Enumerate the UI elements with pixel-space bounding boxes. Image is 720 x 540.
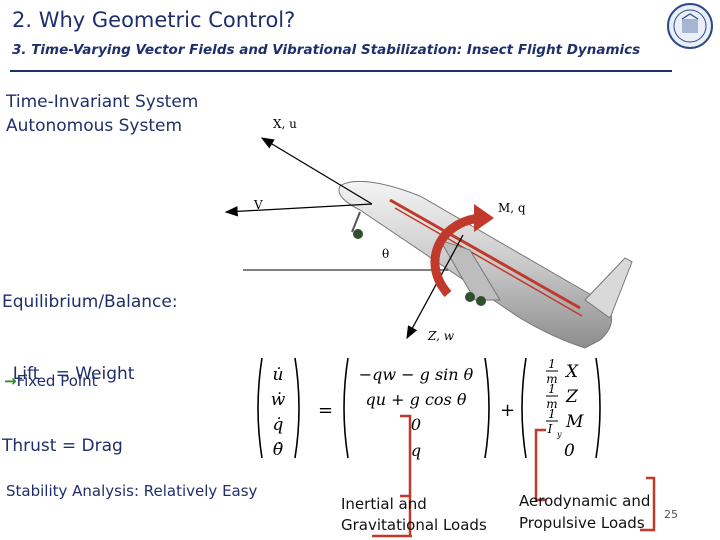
- equilibrium-line: Thrust = Drag: [2, 436, 123, 456]
- aero-brace-side: [640, 476, 656, 532]
- main-wheel: [476, 296, 486, 306]
- equals-sign: =: [318, 400, 333, 421]
- inertial-loads-line: Gravitational Loads: [341, 516, 487, 534]
- inertial-brace: [400, 414, 412, 498]
- inertial-loads-label: Inertial and Gravitational Loads: [341, 494, 501, 536]
- system-type-line: Time-Invariant System: [6, 92, 199, 112]
- velocity-arrow: [224, 203, 373, 217]
- system-type-text: Time-Invariant System Autonomous System: [6, 90, 198, 138]
- plus-sign: +: [500, 400, 515, 421]
- rhs2-variable: Z: [565, 387, 579, 407]
- lhs-entry: u̇: [273, 365, 284, 385]
- rhs2-variable: X: [564, 362, 579, 382]
- x-axis-label: X, u: [273, 117, 297, 131]
- aircraft-illustration: [338, 180, 633, 349]
- page-number: 25: [664, 508, 678, 521]
- aero-brace: [534, 428, 546, 502]
- fuselage-stripe: [389, 198, 581, 310]
- equilibrium-line: Lift = Weight: [2, 364, 135, 384]
- equilibrium-heading: Equilibrium/Balance:: [2, 292, 178, 312]
- fraction-denominator-subscript: y: [556, 430, 562, 439]
- rhs1-entry: q: [411, 441, 421, 460]
- theta-label: θ: [382, 247, 389, 261]
- university-seal-logo: [667, 3, 713, 49]
- aerodynamic-loads-label: Aerodynamic and Propulsive Loads: [519, 490, 659, 534]
- inertial-loads-line: Inertial and: [341, 495, 427, 513]
- pitch-moment-arrowhead: [474, 204, 494, 232]
- fixed-point-label: Fixed Point: [16, 372, 98, 390]
- slide-title: 2. Why Geometric Control?: [12, 8, 296, 32]
- z-axis-arrow: [406, 234, 464, 340]
- lhs-right-paren: [294, 357, 300, 459]
- slide-subtitle: 3. Time-Varying Vector Fields and Vibrat…: [12, 42, 641, 58]
- fraction-denominator: m: [546, 397, 557, 411]
- rhs2-entry: 0: [564, 441, 575, 461]
- nose-wheel: [353, 229, 363, 239]
- fraction-numerator: 1: [548, 407, 556, 421]
- rhs2-variable: M: [565, 412, 584, 432]
- system-type-line: Autonomous System: [6, 116, 183, 136]
- pitch-label: M, q: [498, 201, 526, 215]
- tail-fin: [584, 257, 633, 319]
- fuselage-stripe: [394, 207, 583, 317]
- main-wheel: [465, 292, 475, 302]
- title-divider: [10, 70, 672, 72]
- rhs1-entry: qu + g cos θ: [366, 390, 467, 409]
- aerodynamic-loads-line: Propulsive Loads: [519, 514, 645, 532]
- pitch-moment-arc: [430, 213, 481, 297]
- fixed-point-text: →Fixed Point: [4, 372, 97, 390]
- rhs1-right-paren: [484, 357, 490, 459]
- lhs-entry: ẇ: [271, 390, 286, 410]
- fraction-numerator: 1: [548, 382, 556, 396]
- x-axis-arrow: [260, 137, 373, 205]
- velocity-label: V: [253, 198, 263, 212]
- rhs1-entry: 0: [411, 415, 421, 434]
- equilibrium-text: Equilibrium/Balance: Lift = Weight Thrus…: [2, 242, 178, 482]
- lhs-entry: θ̇: [273, 440, 283, 460]
- lhs-left-paren: [257, 357, 263, 459]
- stability-text: Stability Analysis: Relatively Easy: [6, 482, 258, 500]
- nose-gear: [351, 211, 361, 233]
- rhs2-left-paren: [521, 357, 527, 459]
- right-arrow-icon: →: [4, 372, 17, 390]
- rhs1-entry: −qw − g sin θ: [359, 365, 474, 384]
- fraction-numerator: 1: [548, 357, 556, 371]
- aerodynamic-loads-line: Aerodynamic and: [519, 492, 651, 510]
- rhs1-left-paren: [343, 357, 349, 459]
- z-axis-label: Z, w: [427, 329, 455, 343]
- wing: [438, 239, 501, 301]
- lhs-entry: q̇: [273, 415, 284, 435]
- rhs2-right-paren: [595, 357, 601, 459]
- fraction-denominator: m: [546, 372, 557, 386]
- fraction-denominator: I: [547, 422, 553, 436]
